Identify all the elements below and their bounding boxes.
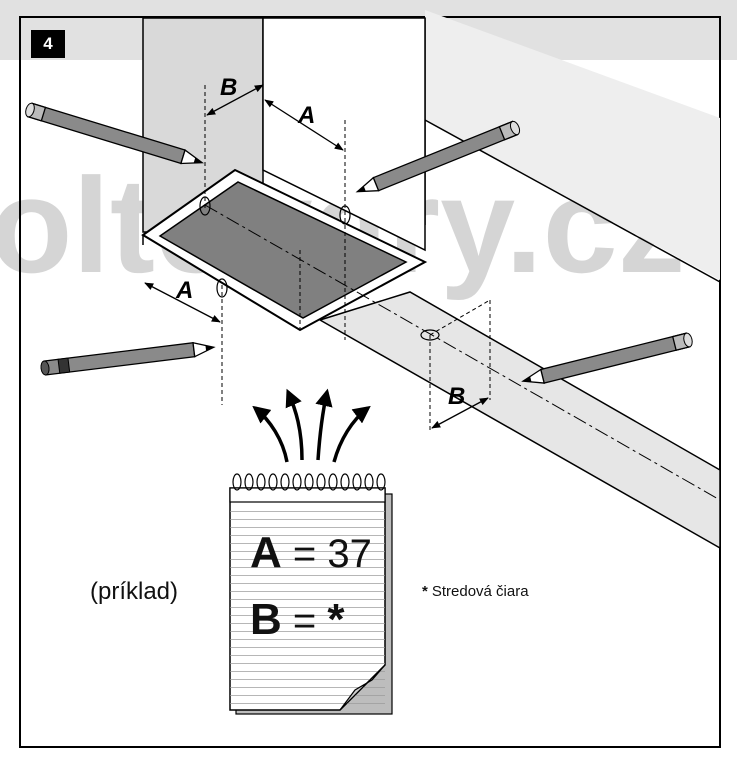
pencil-icon	[40, 341, 216, 376]
reference-lines	[204, 85, 491, 430]
outer-frame	[19, 16, 721, 748]
transfer-arrows	[252, 388, 371, 463]
notepad-eq-a: =	[292, 532, 317, 576]
pencil-icon	[355, 120, 521, 193]
floor-beam	[318, 291, 721, 550]
notepad-line-a: A = 37	[250, 528, 372, 578]
center-line-note: *Stredová čiara	[422, 583, 529, 600]
notepad-eq-b: =	[292, 599, 317, 643]
dimension-label: B	[220, 74, 237, 101]
pencil-icon	[521, 332, 693, 384]
center-line	[204, 204, 721, 501]
pencil-icon	[25, 102, 205, 165]
notepad-var-b: B	[250, 595, 282, 644]
dimension-label: A	[297, 102, 315, 129]
dimension-arrows	[144, 84, 489, 429]
step-number-badge: 4	[31, 30, 65, 58]
note-marker: *	[422, 583, 428, 600]
notepad-val-b: *	[327, 595, 345, 644]
dimension-labels: B A A B	[175, 74, 465, 410]
notepad-val-a: 37	[327, 532, 372, 576]
notepad-var-a: A	[250, 528, 282, 577]
notepad-line-b: B = *	[250, 595, 345, 645]
dimension-label: A	[175, 277, 193, 304]
note-text: Stredová čiara	[431, 583, 529, 600]
spiral-binding	[232, 473, 386, 491]
dimension-label: B	[448, 383, 465, 410]
example-label: (príklad)	[90, 578, 179, 605]
notepad	[229, 473, 393, 715]
